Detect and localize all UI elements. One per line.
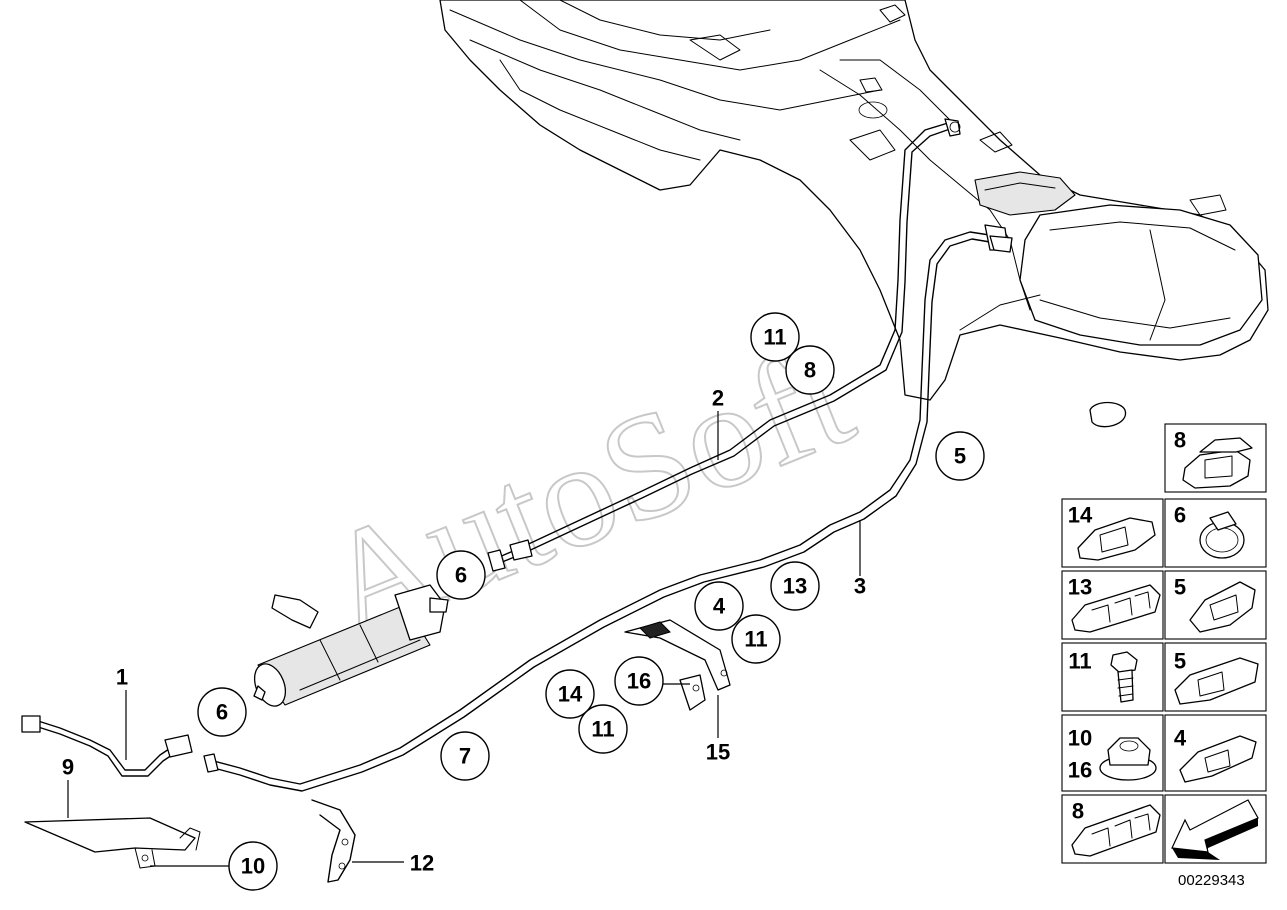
direction-arrow-icon	[1171, 799, 1259, 860]
callout-11-low: 11	[578, 704, 628, 754]
legend-box-5-b: 5	[1164, 642, 1267, 712]
legend-box-label: 5	[1174, 649, 1186, 674]
hose-clamp-icon	[1199, 511, 1245, 559]
legend-box-label: 4	[1174, 726, 1187, 751]
clip-icon	[1179, 735, 1257, 783]
legend-box-label: 10	[1068, 726, 1092, 751]
callout-label: 11	[591, 717, 614, 742]
clip-icon	[1077, 517, 1156, 561]
callout-label: 14	[558, 682, 583, 707]
legend-panel: 8 14 6	[1061, 423, 1267, 864]
triple-clip-icon	[1071, 584, 1161, 633]
callout-11-mid: 11	[731, 614, 781, 664]
legend-box-label: 8	[1072, 799, 1084, 824]
label-3: 3	[854, 574, 866, 599]
legend-box-label: 16	[1068, 758, 1092, 783]
legend-box-arrow	[1164, 794, 1267, 864]
callout-label: 5	[954, 444, 966, 469]
callout-7: 7	[440, 731, 490, 781]
legend-box-13: 13	[1061, 570, 1164, 640]
legend-box-6: 6	[1164, 498, 1267, 568]
fuel-line-2	[487, 118, 961, 572]
bracket-15	[624, 619, 731, 711]
double-clip-icon	[1174, 657, 1259, 705]
label-9: 9	[62, 755, 74, 780]
fuel-line-1	[21, 715, 193, 777]
callout-label: 8	[804, 358, 816, 383]
legend-box-label: 6	[1174, 503, 1186, 528]
callout-label: 6	[455, 563, 467, 588]
callout-label: 13	[783, 574, 807, 599]
legend-box-5-a: 5	[1164, 570, 1267, 640]
heat-shield	[24, 817, 201, 869]
leader-lines	[67, 411, 861, 867]
nut-icon	[1099, 737, 1157, 781]
label-1: 1	[116, 665, 128, 690]
callout-5: 5	[935, 431, 985, 481]
callout-label: 16	[627, 669, 651, 694]
legend-box-8-bottom: 8	[1061, 794, 1164, 864]
fuel-filter	[253, 584, 449, 707]
legend-box-8-top: 8	[1164, 423, 1267, 493]
label-2: 2	[712, 386, 724, 411]
callout-11-top: 11	[750, 312, 800, 362]
callout-16: 16	[614, 656, 664, 706]
callout-6-upper: 6	[436, 550, 486, 600]
callout-label: 10	[241, 854, 265, 879]
callout-label: 7	[459, 744, 471, 769]
callout-6-lower: 6	[197, 687, 247, 737]
callout-14: 14	[545, 669, 595, 719]
legend-box-label: 14	[1068, 503, 1093, 528]
callout-4: 4	[694, 581, 744, 631]
legend-box-label: 8	[1174, 428, 1186, 453]
callout-label: 11	[744, 627, 767, 652]
legend-box-14: 14	[1061, 498, 1164, 568]
legend-box-10-16: 10 16	[1061, 714, 1164, 792]
callout-13: 13	[770, 561, 820, 611]
fuel-line-3	[203, 224, 1013, 792]
callout-10: 10	[228, 841, 278, 891]
bolt-icon	[1110, 651, 1138, 703]
double-clip-icon	[1182, 437, 1253, 489]
legend-box-11: 11	[1061, 642, 1164, 712]
label-15: 15	[706, 740, 730, 765]
legend-box-label: 11	[1068, 649, 1091, 674]
callout-label: 11	[763, 325, 786, 350]
label-12: 12	[410, 851, 434, 876]
diagram-code: 00229343	[1178, 872, 1245, 889]
fuel-tank	[439, 0, 1269, 428]
callout-label: 6	[216, 700, 228, 725]
triple-clip-icon	[1071, 804, 1161, 857]
callout-8-top: 8	[785, 345, 835, 395]
bracket-12	[311, 799, 356, 883]
legend-box-label: 5	[1174, 575, 1186, 600]
legend-box-4: 4	[1164, 714, 1267, 792]
plain-labels: 1 2 3 9 12 15	[62, 386, 866, 876]
callout-label: 4	[713, 594, 726, 619]
clip-icon	[1189, 581, 1256, 633]
legend-box-label: 13	[1068, 575, 1092, 600]
